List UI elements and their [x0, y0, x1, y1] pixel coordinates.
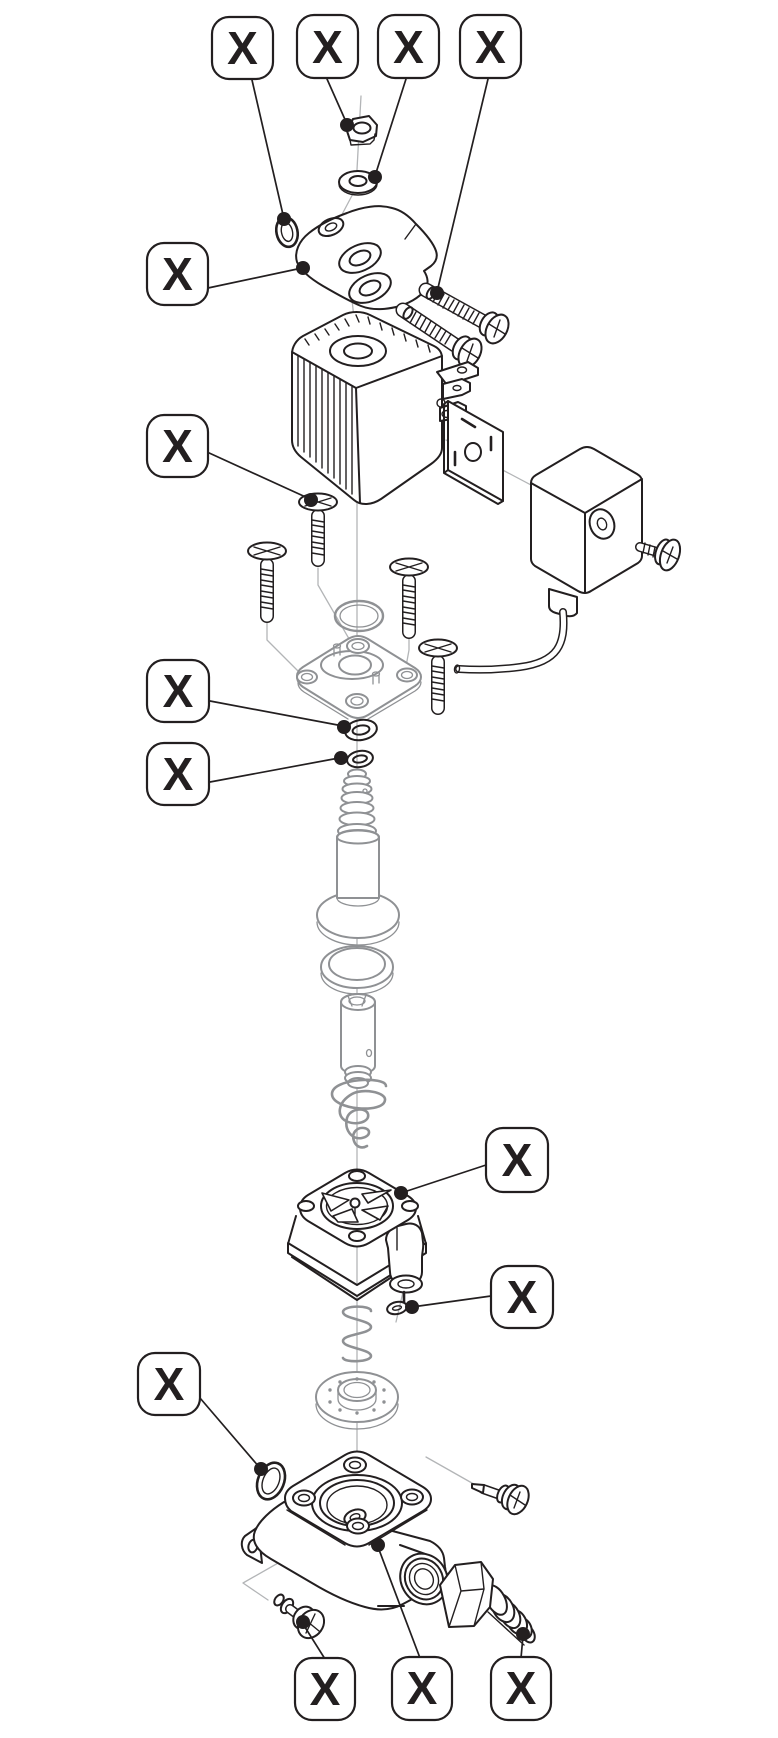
connector-gasket-plate [443, 400, 504, 505]
bracket-screw-lower [395, 302, 483, 369]
callout-label: X [310, 1663, 341, 1715]
cover-screw-3 [389, 557, 429, 639]
callout-small-oring-top: X [210, 15, 275, 81]
callout-body-oring: X [136, 1351, 202, 1417]
callout-stem-oring-lower: X [145, 741, 211, 807]
callout-outlet-oring: X [489, 1264, 555, 1330]
callout-hose-barb: X [489, 1655, 553, 1722]
cover-screw-4 [418, 638, 458, 715]
callout-label: X [502, 1134, 533, 1186]
callout-hex-nut: X [295, 13, 360, 80]
hex-nut [346, 115, 378, 146]
armature-tube [316, 768, 400, 946]
washer [338, 170, 378, 196]
diaphragm [315, 1371, 399, 1430]
callout-label: X [163, 665, 194, 717]
callout-stem-oring-upper: X [145, 658, 211, 724]
solenoid-coil [291, 311, 479, 505]
din-connector [530, 446, 643, 618]
flange-screw-right [471, 1483, 530, 1516]
cover-screw-2 [247, 541, 287, 623]
callout-label: X [507, 1271, 538, 1323]
wave-spring [330, 1078, 388, 1149]
mounting-bracket [295, 205, 438, 311]
plunger-core [340, 993, 376, 1089]
callout-bracket-screws: X [458, 13, 523, 80]
bonnet-outlet-elbow [385, 1222, 425, 1304]
callout-label: X [393, 21, 424, 73]
valve-bonnet [287, 1168, 427, 1304]
callout-valve-body: X [390, 1655, 454, 1722]
callout-label: X [506, 1662, 537, 1714]
callout-mounting-bracket: X [145, 241, 210, 307]
valve-body-outlet-port [377, 1544, 449, 1607]
return-spring [341, 1305, 373, 1363]
callout-label: X [163, 748, 194, 800]
callout-label: X [312, 21, 343, 73]
armature-gasket [320, 945, 394, 995]
connector-screw [635, 538, 682, 572]
callout-label: X [162, 420, 193, 472]
stem-oring-lower [346, 749, 374, 769]
construction-lines [242, 95, 651, 1601]
callout-label: X [407, 1662, 438, 1714]
callout-label: X [162, 248, 193, 300]
cover-screw-1 [298, 492, 338, 567]
callout-washer: X [376, 13, 441, 80]
bonnet-cross-insert [321, 1189, 392, 1223]
connector-cable [453, 608, 568, 674]
callout-inlet-screw: X [293, 1656, 357, 1722]
leader-lines [199, 78, 530, 1660]
callout-label: X [154, 1358, 185, 1410]
flange-oring [333, 599, 385, 633]
callout-labels: X X X X X X X X [136, 13, 555, 1722]
body-oring [255, 1461, 287, 1501]
outlet-oring [386, 1300, 408, 1316]
callout-cover-screw: X [145, 413, 210, 479]
valve-body [240, 1450, 449, 1611]
callout-label: X [227, 22, 258, 74]
callout-valve-bonnet: X [484, 1126, 550, 1194]
mounting-flange [296, 635, 422, 720]
callout-label: X [475, 21, 506, 73]
